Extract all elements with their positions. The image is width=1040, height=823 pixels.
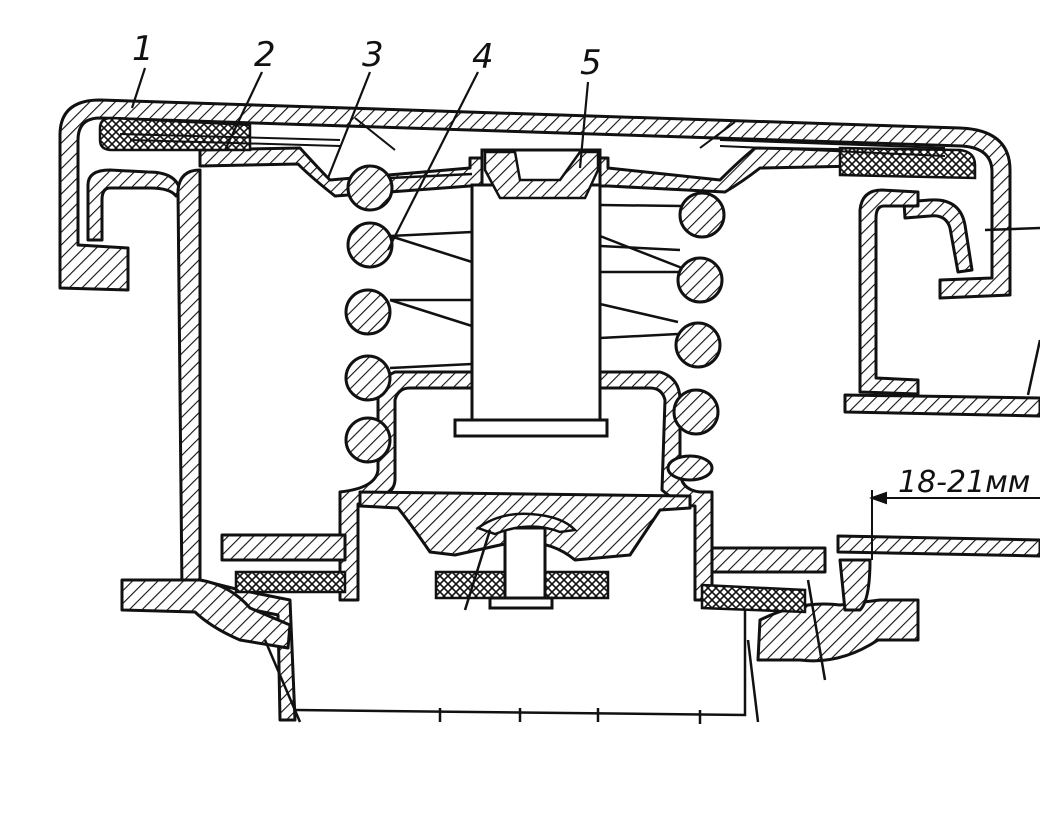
leader-4	[387, 71, 479, 251]
callout-label: 2	[254, 35, 276, 75]
spring-coil	[674, 321, 722, 369]
spring-wire	[389, 270, 680, 370]
spring-steel-right	[719, 139, 946, 157]
valve-seat-left	[220, 533, 347, 562]
spring-coil	[672, 388, 720, 436]
callout-label: 4	[472, 37, 494, 77]
leader-right-top	[984, 226, 1040, 232]
gasket-lower-right	[700, 583, 807, 614]
leader-pipe	[1026, 339, 1040, 396]
neck-flange-left	[120, 578, 292, 650]
valve-stem	[470, 183, 602, 422]
stem-head-hatch	[483, 150, 600, 200]
leader-vacuum	[463, 529, 492, 611]
spring-coil	[346, 221, 394, 269]
spring-coil	[344, 354, 392, 402]
radiator-neck-outline	[295, 610, 747, 717]
spring-coil	[344, 288, 392, 336]
leader-5	[578, 81, 590, 169]
dimension-label: 18-21мм	[898, 465, 1030, 500]
leader-2	[224, 71, 263, 151]
spring-wire	[389, 172, 683, 270]
spring-wire	[389, 234, 681, 328]
pressure-valve-body	[338, 370, 714, 602]
leader-3	[326, 71, 372, 179]
vacuum-valve-cap	[475, 512, 578, 536]
overflow-pipe-top	[843, 393, 1040, 418]
callout-label: 5	[580, 43, 602, 83]
spring-coil	[678, 191, 726, 239]
valve-seat-right	[710, 546, 827, 574]
callout-label: 3	[362, 35, 384, 75]
cap-top-inner-line	[354, 117, 736, 151]
leader-bottom-left	[263, 639, 302, 723]
spring-coil	[676, 256, 724, 304]
leader-bottom-right	[746, 639, 760, 723]
cap-skirt-right-hook	[902, 198, 974, 274]
spring-coil	[666, 454, 714, 482]
vacuum-valve-pin	[503, 526, 547, 605]
leader-1	[130, 67, 147, 109]
filler-neck-wall-right	[858, 188, 920, 396]
neck-shoulder-right	[838, 558, 872, 612]
vacuum-pin-head	[488, 596, 554, 610]
outer-cap-shell	[58, 98, 1012, 300]
callout-label: 1	[132, 29, 154, 69]
gasket-vacuum-right	[543, 570, 610, 600]
spring-coil	[344, 416, 392, 464]
cap-skirt-left-hook	[86, 168, 182, 242]
gasket-lower-left	[234, 570, 347, 594]
stem-foot-plate	[453, 418, 609, 438]
dimension-arrow	[869, 491, 887, 505]
leader-lower-right	[806, 579, 827, 681]
dash-marks	[438, 708, 702, 724]
spring-coil	[346, 164, 394, 212]
overflow-pipe-bottom	[836, 534, 1040, 558]
